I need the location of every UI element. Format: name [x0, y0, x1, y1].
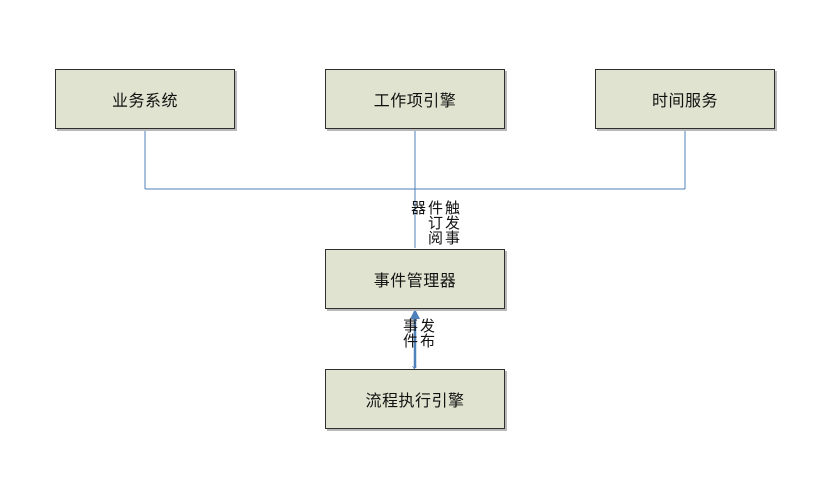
- business-system-box: 业务系统: [55, 69, 235, 129]
- workitem-engine-box: 工作项引擎: [325, 69, 505, 129]
- flow-engine-box: 流程执行引擎: [325, 369, 505, 429]
- workitem-engine-label: 工作项引擎: [373, 91, 457, 110]
- time-service-label: 时间服务: [651, 91, 718, 110]
- event-manager-box: 事件管理器: [325, 249, 505, 309]
- flow-engine-label: 流程执行引擎: [365, 391, 465, 410]
- trigger-subscriber-label: 触发事件订阅器: [409, 200, 461, 245]
- business-system-label: 业务系统: [111, 91, 178, 110]
- event-manager-label: 事件管理器: [373, 271, 457, 290]
- publish-event-label: 发布事件: [401, 318, 436, 348]
- time-service-box: 时间服务: [595, 69, 775, 129]
